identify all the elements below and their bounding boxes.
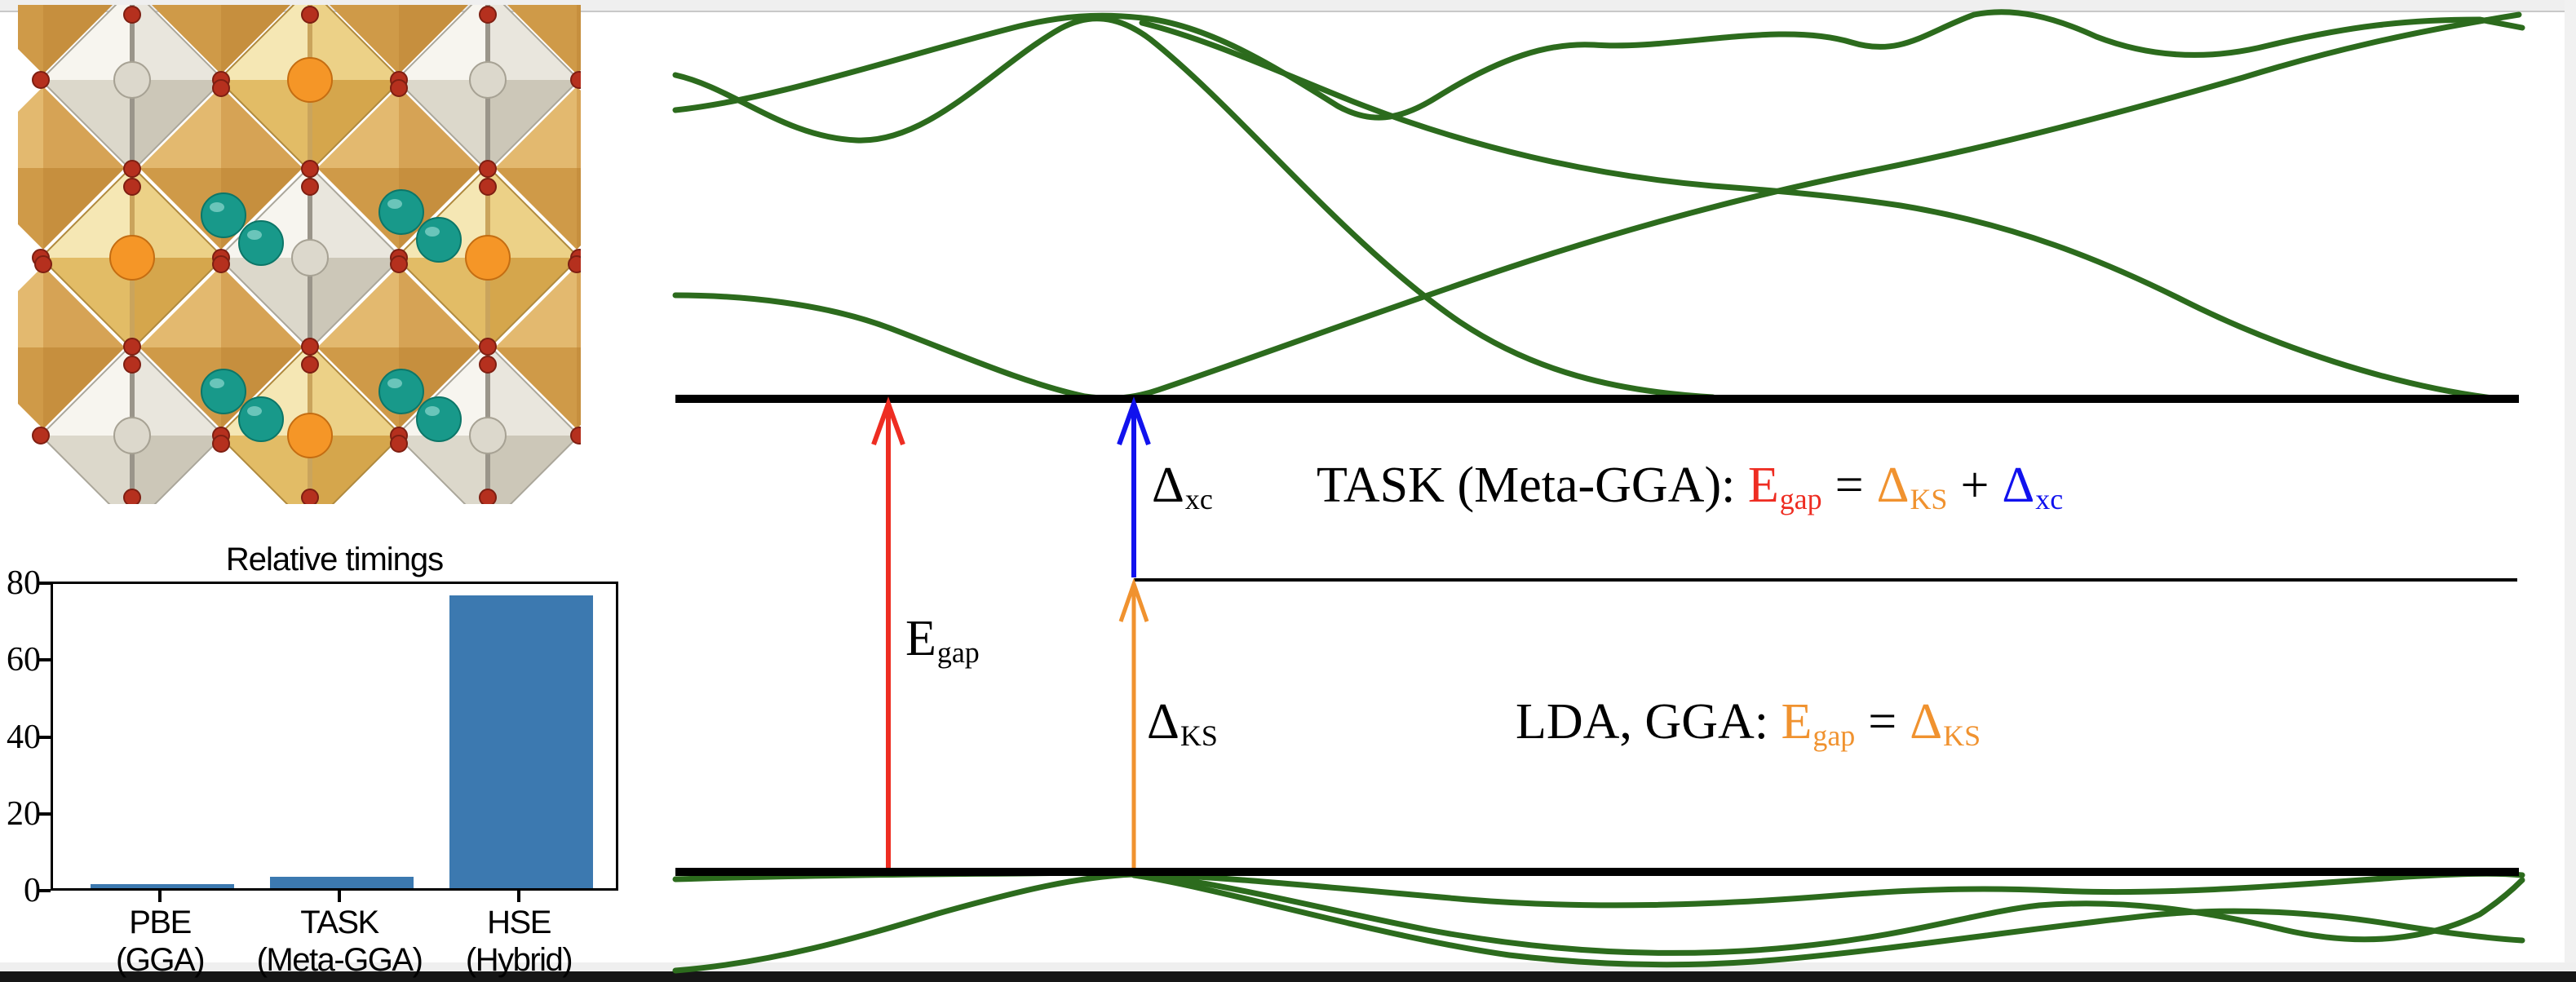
- formula-task-dxc-sub: xc: [2035, 482, 2064, 515]
- xcat-pbe-line1: PBE: [129, 905, 192, 940]
- formula-lda-egap-sub: gap: [1812, 719, 1856, 752]
- xtick-mark: [158, 891, 162, 902]
- formula-task-egap-sub: gap: [1779, 482, 1822, 515]
- center-atom-gray: [291, 239, 329, 276]
- xcat-hse: HSE (Hybrid): [411, 904, 626, 979]
- center-atom-gray: [469, 417, 507, 454]
- conduction-band-curve: [672, 9, 2525, 121]
- egap-arrow: [871, 396, 905, 868]
- xcat-task-line2: (Meta-GGA): [256, 942, 423, 978]
- ytick-40: 40: [7, 719, 41, 756]
- center-atom-gray: [469, 61, 507, 99]
- formula-lda-dks: ΔKS: [1910, 694, 1981, 750]
- egap-label-base: E: [905, 611, 936, 666]
- formula-task-equals: =: [1835, 458, 1864, 513]
- delta-ks-label-sub: KS: [1180, 719, 1218, 752]
- ytick-60: 60: [7, 641, 41, 679]
- formula-task-dks-sub: KS: [1910, 482, 1948, 515]
- ytick-0: 0: [24, 872, 41, 909]
- center-atom-orange: [465, 235, 511, 281]
- xcat-hse-line2: (Hybrid): [465, 942, 573, 978]
- delta-ks-label-base: Δ: [1147, 694, 1180, 750]
- delta-xc-arrow: [1117, 396, 1151, 577]
- bar-pbe: [91, 884, 234, 888]
- formula-task-plus: +: [1960, 458, 1990, 513]
- timings-chart-plot-area: [51, 582, 618, 891]
- conduction-band-curve: [672, 15, 1716, 400]
- valence-band-curve: [1131, 872, 2525, 968]
- top-border-strip: [0, 0, 2576, 12]
- xcat-task-line1: TASK: [300, 905, 379, 940]
- bottom-black-bar: [0, 971, 2576, 982]
- formula-task: TASK (Meta-GGA): Egap=ΔKS+Δxc: [1317, 457, 2063, 515]
- ytick-80: 80: [7, 564, 41, 602]
- conduction-band-curve: [672, 11, 2522, 401]
- delta-xc-label-sub: xc: [1184, 482, 1213, 515]
- formula-task-dxc-base: Δ: [2002, 458, 2035, 513]
- valence-band-curve: [672, 871, 2525, 974]
- energy-levels: [675, 395, 2519, 876]
- formula-lda-equals: =: [1868, 694, 1897, 750]
- xcat-task: TASK (Meta-GGA): [232, 904, 447, 979]
- formula-lda-dks-sub: KS: [1943, 719, 1981, 752]
- center-atom-orange: [287, 57, 333, 103]
- formula-task-dks: ΔKS: [1876, 458, 1948, 515]
- center-atom-gray: [113, 61, 151, 99]
- ytick-mark: [38, 889, 51, 892]
- conduction-band-curve: [1139, 20, 2495, 401]
- ytick-mark: [38, 582, 51, 585]
- formula-task-dks-base: Δ: [1876, 458, 1910, 513]
- delta-ks-arrow: [1118, 577, 1149, 868]
- formula-lda-egap: Egap: [1781, 694, 1855, 750]
- center-atom-gray: [113, 417, 151, 454]
- ytick-mark: [38, 812, 51, 816]
- center-atom-orange: [109, 235, 155, 281]
- ytick-mark: [38, 736, 51, 739]
- formula-task-egap: Egap: [1747, 458, 1822, 515]
- delta-xc-label: Δxc: [1152, 457, 1213, 515]
- formula-lda-dks-base: Δ: [1910, 694, 1943, 750]
- valence-band-curve: [672, 869, 2525, 909]
- bar-task: [270, 877, 414, 888]
- formula-lda-egap-base: E: [1781, 694, 1812, 750]
- egap-label: Egap: [905, 610, 980, 668]
- bar-hse: [449, 595, 593, 888]
- center-atom-orange: [287, 413, 333, 458]
- formula-lda-prefix: LDA, GGA:: [1516, 694, 1782, 750]
- formula-lda: LDA, GGA: Egap=ΔKS: [1516, 693, 1981, 751]
- crystal-structure-image: [18, 5, 581, 504]
- xcat-pbe: PBE (GGA): [52, 904, 268, 979]
- xtick-mark: [338, 891, 341, 902]
- xcat-pbe-line2: (GGA): [115, 942, 206, 978]
- ytick-mark: [38, 658, 51, 661]
- xcat-hse-line1: HSE: [487, 905, 551, 940]
- xtick-mark: [517, 891, 520, 902]
- bottom-border-strip: [0, 962, 2576, 971]
- right-border-strip: [2565, 0, 2576, 982]
- ytick-20: 20: [7, 795, 41, 833]
- formula-task-egap-base: E: [1747, 458, 1779, 513]
- delta-ks-label: ΔKS: [1147, 693, 1218, 751]
- formula-task-prefix: TASK (Meta-GGA):: [1317, 458, 1748, 513]
- chart-title: Relative timings: [225, 542, 444, 577]
- formula-task-dxc: Δxc: [2002, 458, 2064, 515]
- delta-xc-label-base: Δ: [1152, 458, 1184, 513]
- egap-label-sub: gap: [936, 635, 980, 669]
